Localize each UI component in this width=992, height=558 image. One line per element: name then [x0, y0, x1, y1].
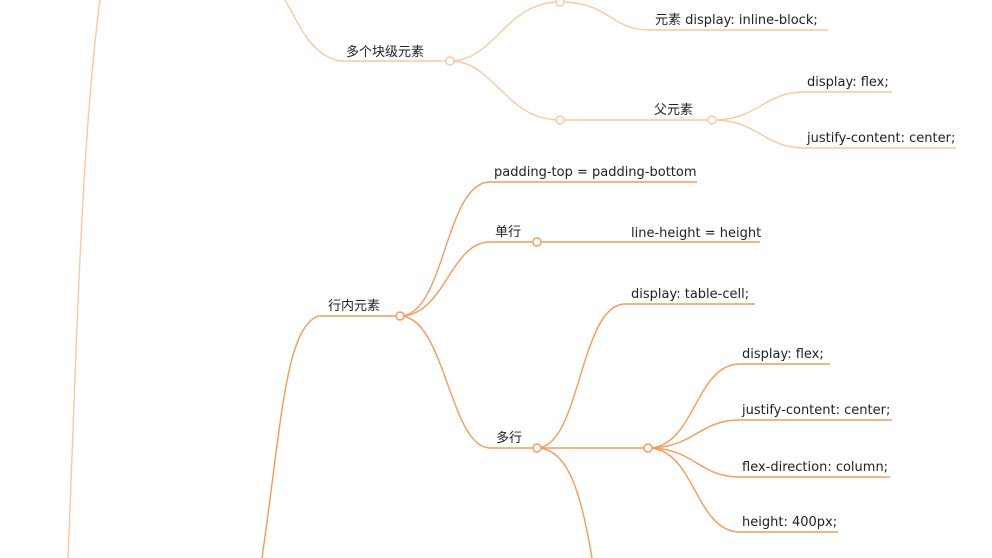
node-parent-justify-center[interactable]: justify-content: center;: [806, 131, 955, 146]
node-flex-justify[interactable]: justify-content: center;: [741, 403, 890, 418]
node-flex-direction[interactable]: flex-direction: column;: [742, 460, 888, 475]
edge-flex-direction: [647, 447, 890, 478]
block-elements-branch: 多个块级元素 元素 display: inline-block; 父元素 dis…: [67, 0, 956, 558]
edge-inline-single: [399, 241, 537, 317]
node-dot[interactable]: [395, 311, 405, 321]
edge-to-multi-block: [284, 0, 450, 62]
node-dot[interactable]: [707, 115, 717, 125]
edge-parent-display: [711, 91, 892, 121]
node-dot[interactable]: [532, 237, 542, 247]
node-dot[interactable]: [643, 443, 653, 453]
node-single-line[interactable]: 单行: [495, 225, 521, 240]
node-parent-element[interactable]: 父元素: [654, 103, 693, 118]
edge-multi-tablecell: [536, 303, 755, 449]
edge-flex-justify: [647, 419, 892, 449]
inline-elements-branch: 行内元素 padding-top = padding-bottom 单行 lin…: [261, 165, 892, 558]
node-padding-rule[interactable]: padding-top = padding-bottom: [494, 165, 697, 180]
node-line-height-rule[interactable]: line-height = height: [631, 226, 761, 241]
node-flex-display[interactable]: display: flex;: [742, 347, 824, 362]
node-dot[interactable]: [555, 115, 565, 125]
edge-multi-block-parent: [449, 60, 712, 121]
node-parent-display-flex[interactable]: display: flex;: [807, 75, 889, 90]
node-dot[interactable]: [555, 0, 565, 7]
edge-multi-offscreen: [536, 447, 593, 558]
edge-inline-multi: [399, 315, 537, 449]
node-multi-block[interactable]: 多个块级元素: [346, 44, 424, 60]
root-trunk-edge: [67, 0, 101, 558]
edge-parent-justify: [711, 119, 956, 149]
node-table-cell[interactable]: display: table-cell;: [631, 287, 749, 302]
node-flex-height[interactable]: height: 400px;: [742, 515, 837, 530]
edge-flex-display: [647, 363, 830, 449]
edge-multi-block-upper: [449, 1, 561, 62]
node-multi-line[interactable]: 多行: [496, 430, 522, 446]
node-dot[interactable]: [445, 56, 455, 66]
node-inline-element[interactable]: 行内元素: [328, 298, 380, 314]
edge-inline-padding: [399, 181, 697, 317]
edge-upper-child-out: [559, 1, 828, 31]
edge-flex-height: [647, 447, 838, 533]
edge-to-inline-element: [261, 315, 400, 558]
node-child-inline-block[interactable]: 元素 display: inline-block;: [655, 13, 818, 28]
node-dot[interactable]: [532, 443, 542, 453]
